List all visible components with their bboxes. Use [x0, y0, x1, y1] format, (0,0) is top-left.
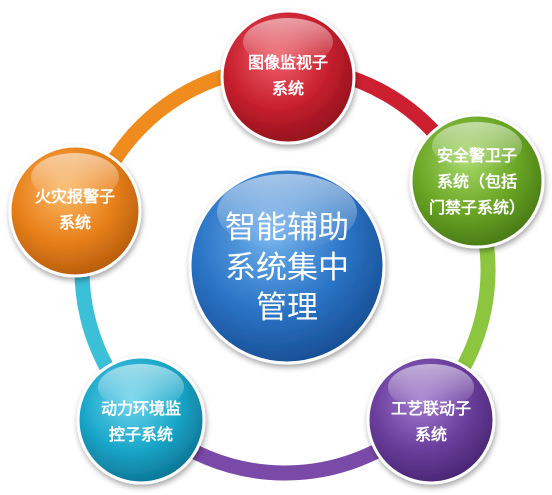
node-process: 工艺联动子 系统	[366, 355, 496, 485]
node-video-label-line-1: 图像监视子	[248, 53, 328, 72]
node-security-label-line-1: 安全警卫子	[437, 146, 517, 165]
node-power: 动力环境监 控子系统	[76, 355, 206, 485]
node-process-gloss	[388, 364, 474, 410]
center-node-gloss	[217, 174, 357, 250]
node-fire-gloss	[31, 153, 119, 201]
node-process-label-line-2: 系统	[415, 425, 447, 444]
node-power-gloss	[98, 364, 184, 410]
node-video: 图像监视子 系统	[220, 9, 356, 145]
center-label-line-1: 智能辅助	[225, 210, 349, 246]
node-fire-label-line-2: 系统	[59, 213, 91, 232]
center-label-line-2: 系统集中	[225, 250, 349, 286]
node-fire: 火灾报警子 系统	[8, 144, 142, 278]
node-video-label-line-2: 系统	[272, 79, 304, 98]
node-power-label-line-1: 动力环境监	[101, 399, 181, 418]
node-video-gloss	[243, 18, 333, 66]
node-security-gloss	[432, 122, 522, 170]
node-power-label-line-2: 控子系统	[109, 425, 173, 444]
center-node: 智能辅助 系统集中 管理	[188, 167, 386, 365]
node-fire-label-line-1: 火灾报警子	[35, 187, 115, 206]
node-security: 安全警卫子 系统（包括 门禁子系统）	[409, 113, 545, 249]
node-process-label-line-1: 工艺联动子	[391, 399, 471, 418]
center-label-line-3: 管理	[256, 290, 318, 326]
node-security-label-line-3: 门禁子系统）	[429, 198, 525, 217]
node-security-label-line-2: 系统（包括	[437, 172, 517, 191]
